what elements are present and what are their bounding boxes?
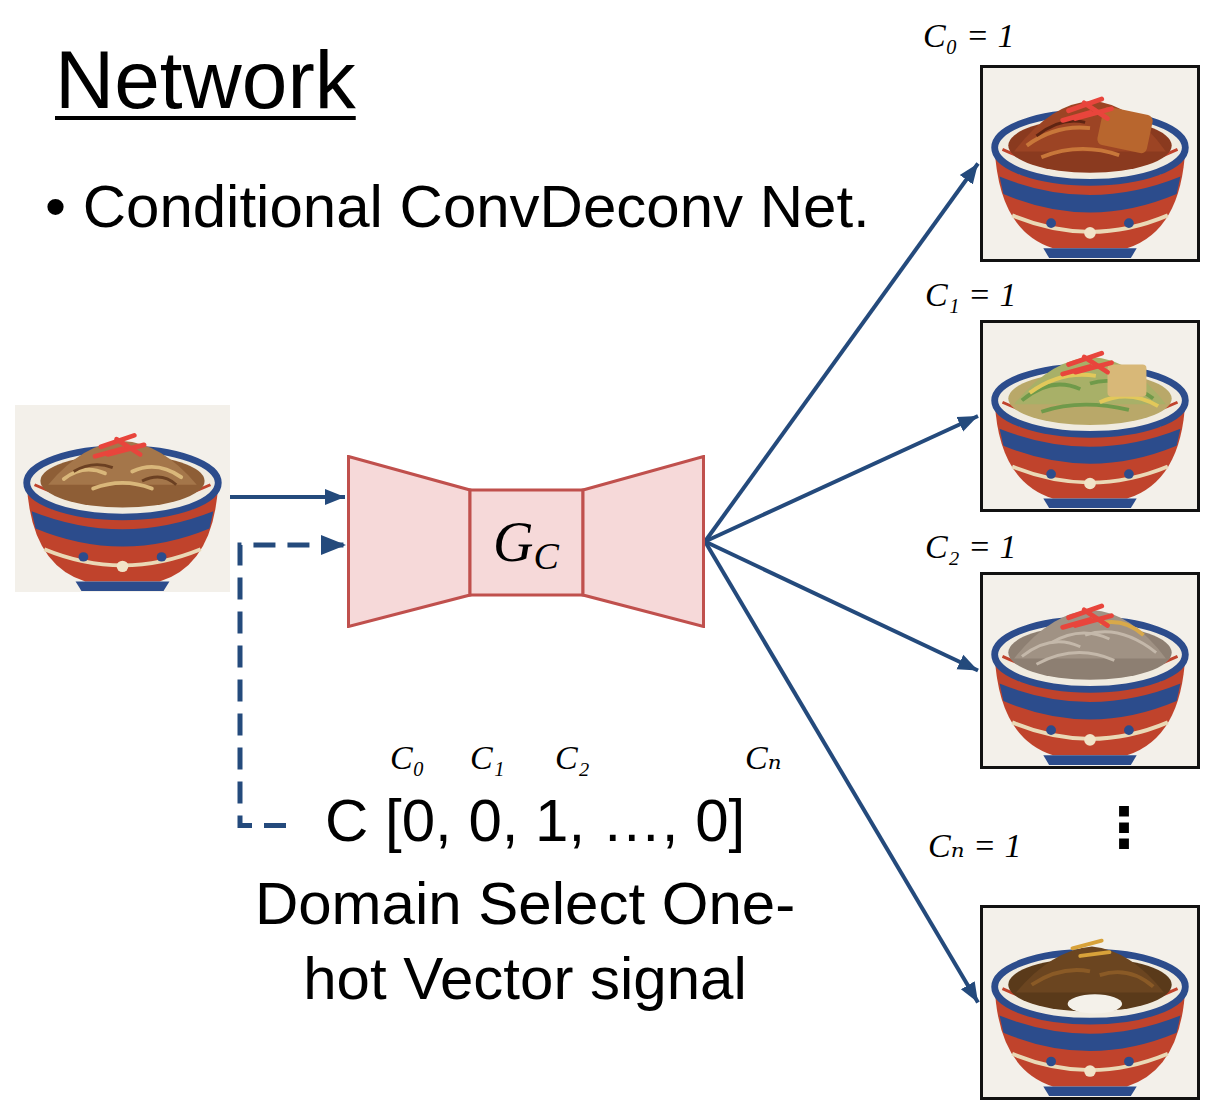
generator-symbol: G [493, 514, 533, 570]
output-image: C₂ = 1 [980, 572, 1200, 769]
generator-label: GC [347, 455, 705, 628]
food-topping [1008, 941, 1171, 1014]
vector-caption: Domain Select One-hot Vector signal [224, 866, 827, 1016]
entry-subscript: C₀ [390, 738, 425, 777]
condition-connector [240, 545, 346, 826]
entry-subscript: C₁ [470, 738, 505, 777]
food-topping [1008, 99, 1171, 173]
food-picture [983, 575, 1197, 766]
output-image: Cₙ = 1 [980, 905, 1200, 1100]
output-arrow [705, 416, 978, 542]
vector-text: C [0, 0, 1, …, 0] [325, 786, 745, 855]
bowl-picture [983, 908, 1197, 1097]
food-picture [983, 323, 1197, 509]
output-image: C₁ = 1 [980, 320, 1200, 512]
continuation-dots: ⋮ [1096, 796, 1152, 860]
bottleneck-shape [470, 490, 583, 595]
generator-subscript: C [534, 537, 559, 575]
entry-subscript: Cₙ [745, 738, 781, 777]
food-topping [1008, 353, 1171, 425]
condition-vector: C₀C₁C₂CₙC [0, 0, 1, …, 0]Domain Select O… [290, 738, 810, 1008]
food-picture [983, 908, 1197, 1097]
domain-label: Cₙ = 1 [928, 826, 1021, 866]
food-topping [1008, 606, 1171, 680]
input-image [15, 405, 230, 592]
output-image: C₀ = 1 [980, 65, 1200, 262]
generator-block: GC [347, 455, 705, 628]
bowl-picture [983, 575, 1197, 766]
bullet-text: • Conditional ConvDeconv Net. [45, 172, 870, 241]
bowl-picture [983, 323, 1197, 509]
domain-label: C₀ = 1 [923, 16, 1014, 56]
domain-label: C₁ = 1 [925, 275, 1016, 315]
entry-subscript: C₂ [555, 738, 590, 777]
encoder-shape [349, 457, 471, 627]
decoder-shape [583, 457, 704, 627]
food-picture [983, 68, 1197, 259]
domain-label: C₂ = 1 [925, 527, 1016, 567]
input-arrow [230, 495, 345, 499]
bowl-picture [983, 68, 1197, 259]
slide-title: Network [55, 30, 356, 130]
